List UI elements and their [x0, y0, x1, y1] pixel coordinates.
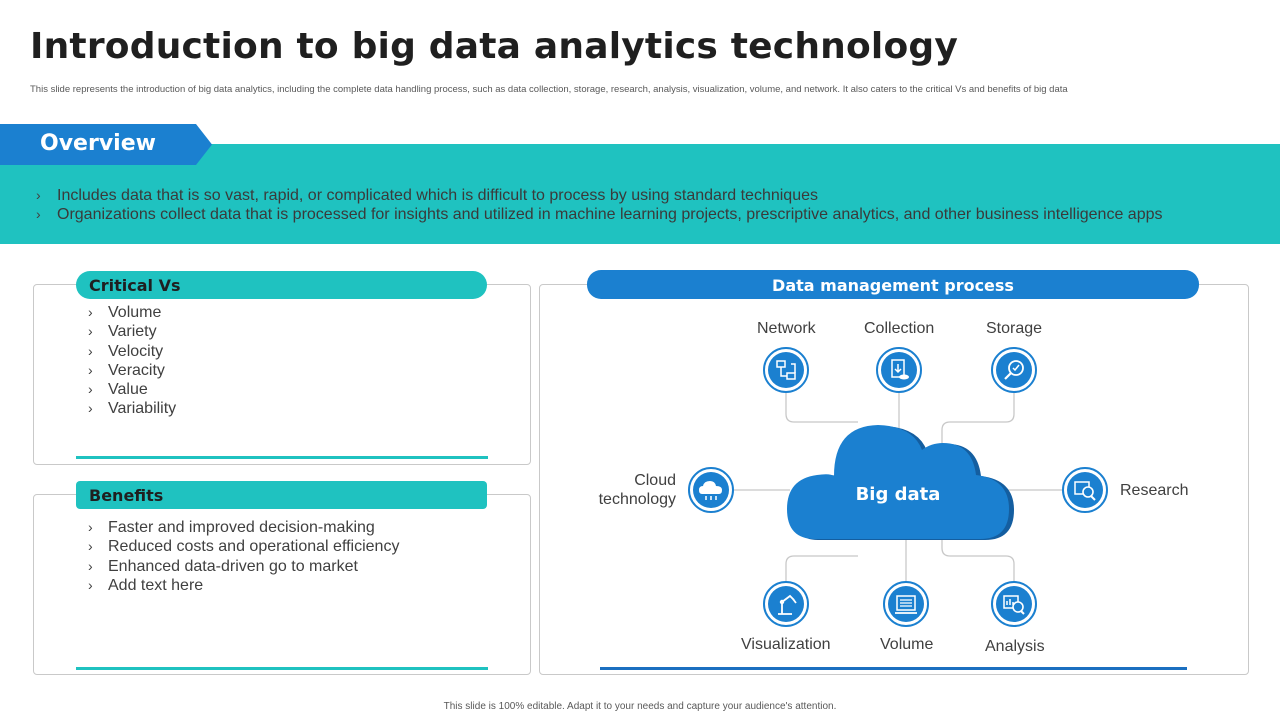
list-item: › Velocity — [88, 342, 176, 361]
chevron-right-icon: › — [88, 576, 93, 593]
cloud-technology-icon — [688, 467, 734, 513]
list-item: › Variability — [88, 399, 176, 418]
list-item: › Value — [88, 380, 176, 399]
benefits-underline — [76, 667, 488, 670]
chevron-right-icon: › — [36, 187, 41, 203]
node-label-cloud-technology: Cloud technology — [596, 471, 676, 509]
research-icon — [1062, 467, 1108, 513]
connectors — [732, 392, 1064, 582]
collection-icon — [876, 347, 922, 393]
connector-analysis — [941, 538, 1015, 582]
chevron-right-icon: › — [88, 538, 93, 555]
list-item: › Reduced costs and operational efficienc… — [88, 537, 399, 556]
list-item-text: Variety — [108, 323, 157, 341]
chevron-right-icon: › — [88, 342, 93, 359]
chevron-right-icon: › — [88, 381, 93, 398]
node-label-collection: Collection — [864, 320, 935, 337]
list-item: › Add text here — [88, 576, 399, 595]
list-item-text: Volume — [108, 304, 162, 321]
list-item-text: Variability — [108, 400, 177, 418]
big-data-label: Big data — [856, 484, 941, 505]
footer-note: This slide is 100% editable. Adapt it to… — [443, 701, 837, 712]
volume-icon — [883, 581, 929, 627]
list-item-text: Velocity — [108, 342, 164, 360]
list-item: › Volume — [88, 303, 176, 322]
overview-bullet-text: Organizations collect data that is proce… — [57, 206, 1163, 223]
critical-vs-heading-pill: Critical Vs — [76, 271, 487, 299]
list-item-text: Value — [108, 381, 148, 399]
visualization-icon — [763, 581, 809, 627]
overview-bullet: › Includes data that is so vast, rapid, o… — [36, 186, 1163, 205]
page-subtitle: This slide represents the introduction o… — [30, 84, 1068, 95]
cloud-shape — [787, 425, 1014, 540]
benefits-list: › Faster and improved decision-making › Re… — [88, 518, 399, 595]
critical-vs-panel — [33, 284, 531, 465]
chevron-right-icon: › — [88, 400, 93, 417]
analysis-icon — [991, 581, 1037, 627]
benefits-heading: Benefits — [89, 486, 164, 505]
list-item-text: Faster and improved decision-making — [108, 519, 375, 536]
overview-band — [0, 144, 1280, 244]
list-item: › Variety — [88, 322, 176, 341]
node-label-volume: Volume — [880, 636, 934, 653]
list-item: › Enhanced data-driven go to market — [88, 557, 399, 576]
list-item-text: Enhanced data-driven go to market — [108, 557, 358, 575]
overview-bullet-text: Includes data that is so vast, rapid, or… — [57, 187, 818, 204]
node-label-network: Network — [757, 320, 816, 337]
node-label-analysis: Analysis — [985, 638, 1045, 655]
chevron-right-icon: › — [88, 557, 93, 574]
benefits-heading-pill: Benefits — [76, 481, 487, 509]
storage-icon — [991, 347, 1037, 393]
connector-visualization — [785, 555, 858, 582]
overview-tab — [0, 124, 212, 165]
chevron-right-icon: › — [88, 519, 93, 535]
critical-vs-heading: Critical Vs — [89, 276, 181, 295]
page-title: Introduction to big data analytics techn… — [30, 26, 959, 67]
connector-storage — [941, 392, 1015, 444]
process-heading-pill: Data management process — [587, 270, 1199, 299]
list-item-text: Add text here — [108, 576, 204, 594]
network-icon — [763, 347, 809, 393]
node-label-cloud-line2: technology — [598, 491, 676, 508]
list-item: › Veracity — [88, 361, 176, 380]
overview-heading: Overview — [40, 131, 156, 156]
chevron-right-icon: › — [88, 361, 93, 378]
critical-vs-underline — [76, 456, 488, 459]
chevron-right-icon: › — [36, 206, 41, 222]
process-underline — [600, 667, 1187, 670]
overview-bullet: › Organizations collect data that is proc… — [36, 205, 1163, 224]
list-item-text: Reduced costs and operational efficiency — [108, 538, 400, 556]
list-item-text: Veracity — [108, 361, 165, 379]
process-heading: Data management process — [772, 276, 1014, 295]
critical-vs-list: › Volume › Variety › Velocity › Veracity › Va… — [88, 303, 176, 419]
node-label-storage: Storage — [986, 320, 1043, 337]
node-label-research: Research — [1120, 482, 1189, 499]
node-label-cloud-line1: Cloud — [634, 472, 676, 489]
overview-list: › Includes data that is so vast, rapid, o… — [36, 186, 1163, 224]
chevron-right-icon: › — [88, 304, 93, 320]
node-label-visualization: Visualization — [741, 636, 831, 653]
list-item: › Faster and improved decision-making — [88, 518, 399, 537]
connector-network — [785, 392, 858, 423]
chevron-right-icon: › — [88, 323, 93, 340]
